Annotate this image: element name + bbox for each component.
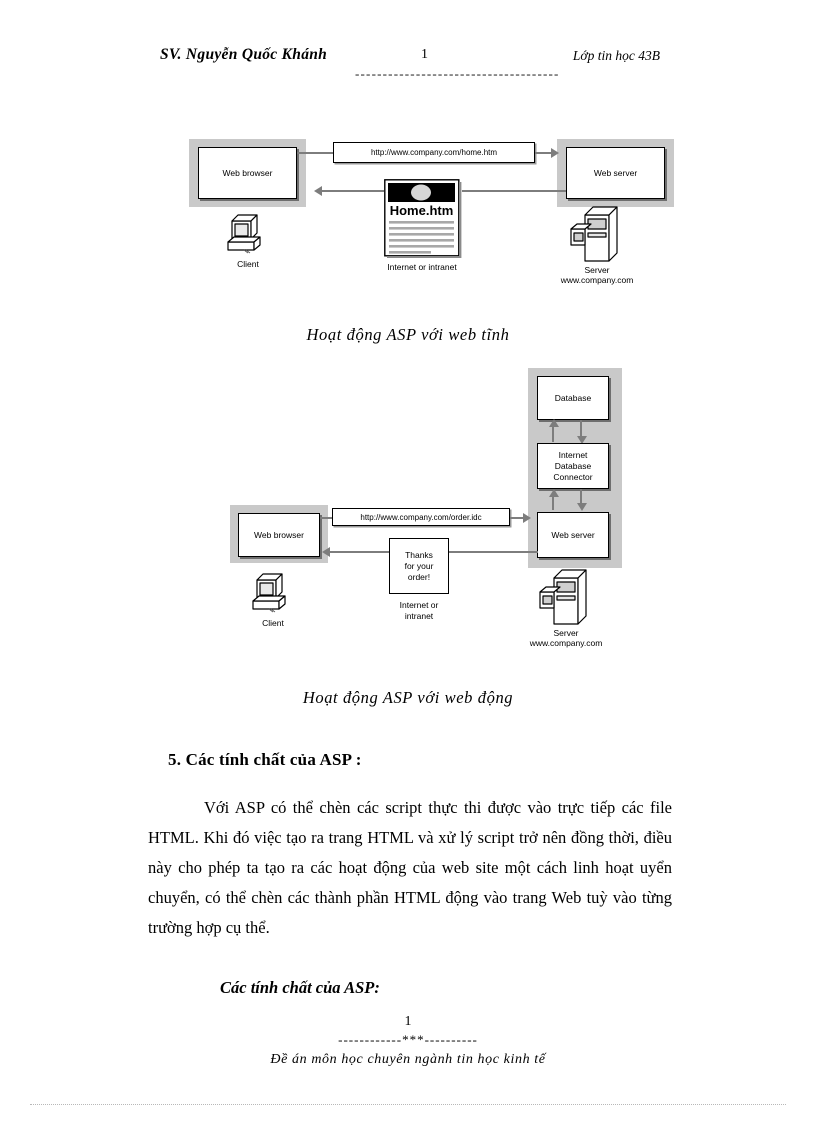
flow-line-server-to-connector: [552, 494, 555, 510]
arrow-connector-to-database: [549, 419, 559, 427]
arrow-response-to-browser-2: [322, 547, 330, 557]
flow-line-db-to-connector: [580, 420, 583, 438]
node-web-server-2: Web server: [537, 512, 609, 558]
client-icon-label: Client: [237, 259, 259, 269]
label-request-url-2: http://www.company.com/order.idc: [332, 508, 510, 526]
client-computer-icon: Client: [224, 209, 272, 269]
header-class-name: Lớp tin học 43B: [572, 48, 660, 63]
node-thanks-line2: for your: [404, 560, 434, 571]
label-request-url-2-text: http://www.company.com/order.idc: [360, 512, 482, 522]
section-heading: 5. Các tính chất của ASP :: [168, 750, 362, 769]
node-thanks-page: Thanks for your order!: [389, 538, 449, 594]
network-label-2-line2: intranet: [404, 611, 434, 621]
node-web-browser-2-label: Web browser: [254, 529, 304, 540]
flow-line-response-left-2: [330, 551, 390, 554]
node-internet-database-connector: Internet Database Connector: [537, 443, 609, 489]
server-icon-host: www.company.com: [560, 275, 634, 285]
header-page-number: 1: [421, 47, 428, 62]
client-computer-icon-2: Client: [249, 568, 297, 628]
node-connector-label-line3: Connector: [553, 471, 593, 482]
figure2-caption: Hoạt động ASP với web động: [302, 688, 514, 707]
node-connector-label-line2: Database: [554, 460, 592, 471]
arrow-request-to-server-2: [523, 513, 531, 523]
flow-line-response-left: [322, 190, 384, 193]
flow-line-response-right: [462, 190, 566, 193]
server-icon-host-2: www.company.com: [529, 638, 603, 648]
network-label-2-line1: Internet or: [399, 600, 439, 610]
node-thanks-line1: Thanks: [405, 549, 433, 560]
server-icon-label: Server: [584, 265, 610, 275]
node-web-server-2-label: Web server: [551, 529, 595, 540]
figure-asp-dynamic-web: Database Internet Database Connector Web…: [230, 368, 622, 648]
flow-line-request-left: [297, 152, 333, 155]
node-web-server: Web server: [566, 147, 665, 199]
arrow-connector-to-server: [577, 503, 587, 511]
node-web-browser-label: Web browser: [222, 167, 273, 178]
arrow-database-to-connector: [577, 436, 587, 444]
label-request-url: http://www.company.com/home.htm: [333, 142, 535, 163]
flow-line-request-left-2: [320, 517, 333, 520]
arrow-response-to-browser: [314, 186, 322, 196]
page-bottom-rule: [30, 1104, 786, 1105]
node-web-server-label: Web server: [593, 167, 638, 178]
node-thanks-line3: order!: [407, 571, 431, 582]
arrow-server-to-connector: [549, 489, 559, 497]
footer-divider-rule: ------------***----------: [338, 1032, 478, 1047]
node-database: Database: [537, 376, 609, 420]
arrow-request-to-server: [551, 148, 559, 158]
page-header: SV. Nguyễn Quốc Khánh 1 Lớp tin học 43B …: [160, 46, 660, 80]
node-connector-label-line1: Internet: [558, 449, 588, 460]
flow-line-request-right-2: [510, 517, 528, 520]
flow-line-request-right: [535, 152, 557, 155]
server-tower-icon: Server www.company.com: [561, 203, 633, 285]
server-icon-label-2: Server: [553, 628, 579, 638]
footer-text: Đề án môn học chuyên ngành tin học kinh …: [270, 1052, 546, 1067]
header-divider-rule: -------------------------------------: [355, 70, 560, 80]
body-paragraph: Với ASP có thể chèn các script thực thi …: [148, 798, 672, 937]
figure-asp-static-web: Web browser Web server http://www.compan…: [0, 0, 816, 320]
body-subheading: Các tính chất của ASP:: [220, 978, 380, 997]
figure1-caption: Hoạt động ASP với web tĩnh: [306, 325, 510, 344]
node-database-label: Database: [554, 392, 592, 403]
label-request-url-text: http://www.company.com/home.htm: [370, 148, 498, 157]
node-web-browser: Web browser: [198, 147, 297, 199]
client-icon-label-2: Client: [262, 618, 284, 628]
document-icon-title: Home.htm: [389, 203, 454, 218]
flow-line-connector-to-db: [552, 424, 555, 442]
network-label: Internet or intranet: [387, 262, 457, 272]
flow-line-connector-to-server: [580, 489, 583, 505]
footer-page-number: 1: [404, 1014, 412, 1029]
server-tower-icon-2: Server www.company.com: [530, 566, 602, 648]
document-icon-home-htm: Home.htm: [384, 179, 462, 258]
header-student-name: SV. Nguyễn Quốc Khánh: [160, 46, 328, 63]
flow-line-response-right-2: [448, 551, 538, 554]
node-web-browser-2: Web browser: [238, 513, 320, 557]
